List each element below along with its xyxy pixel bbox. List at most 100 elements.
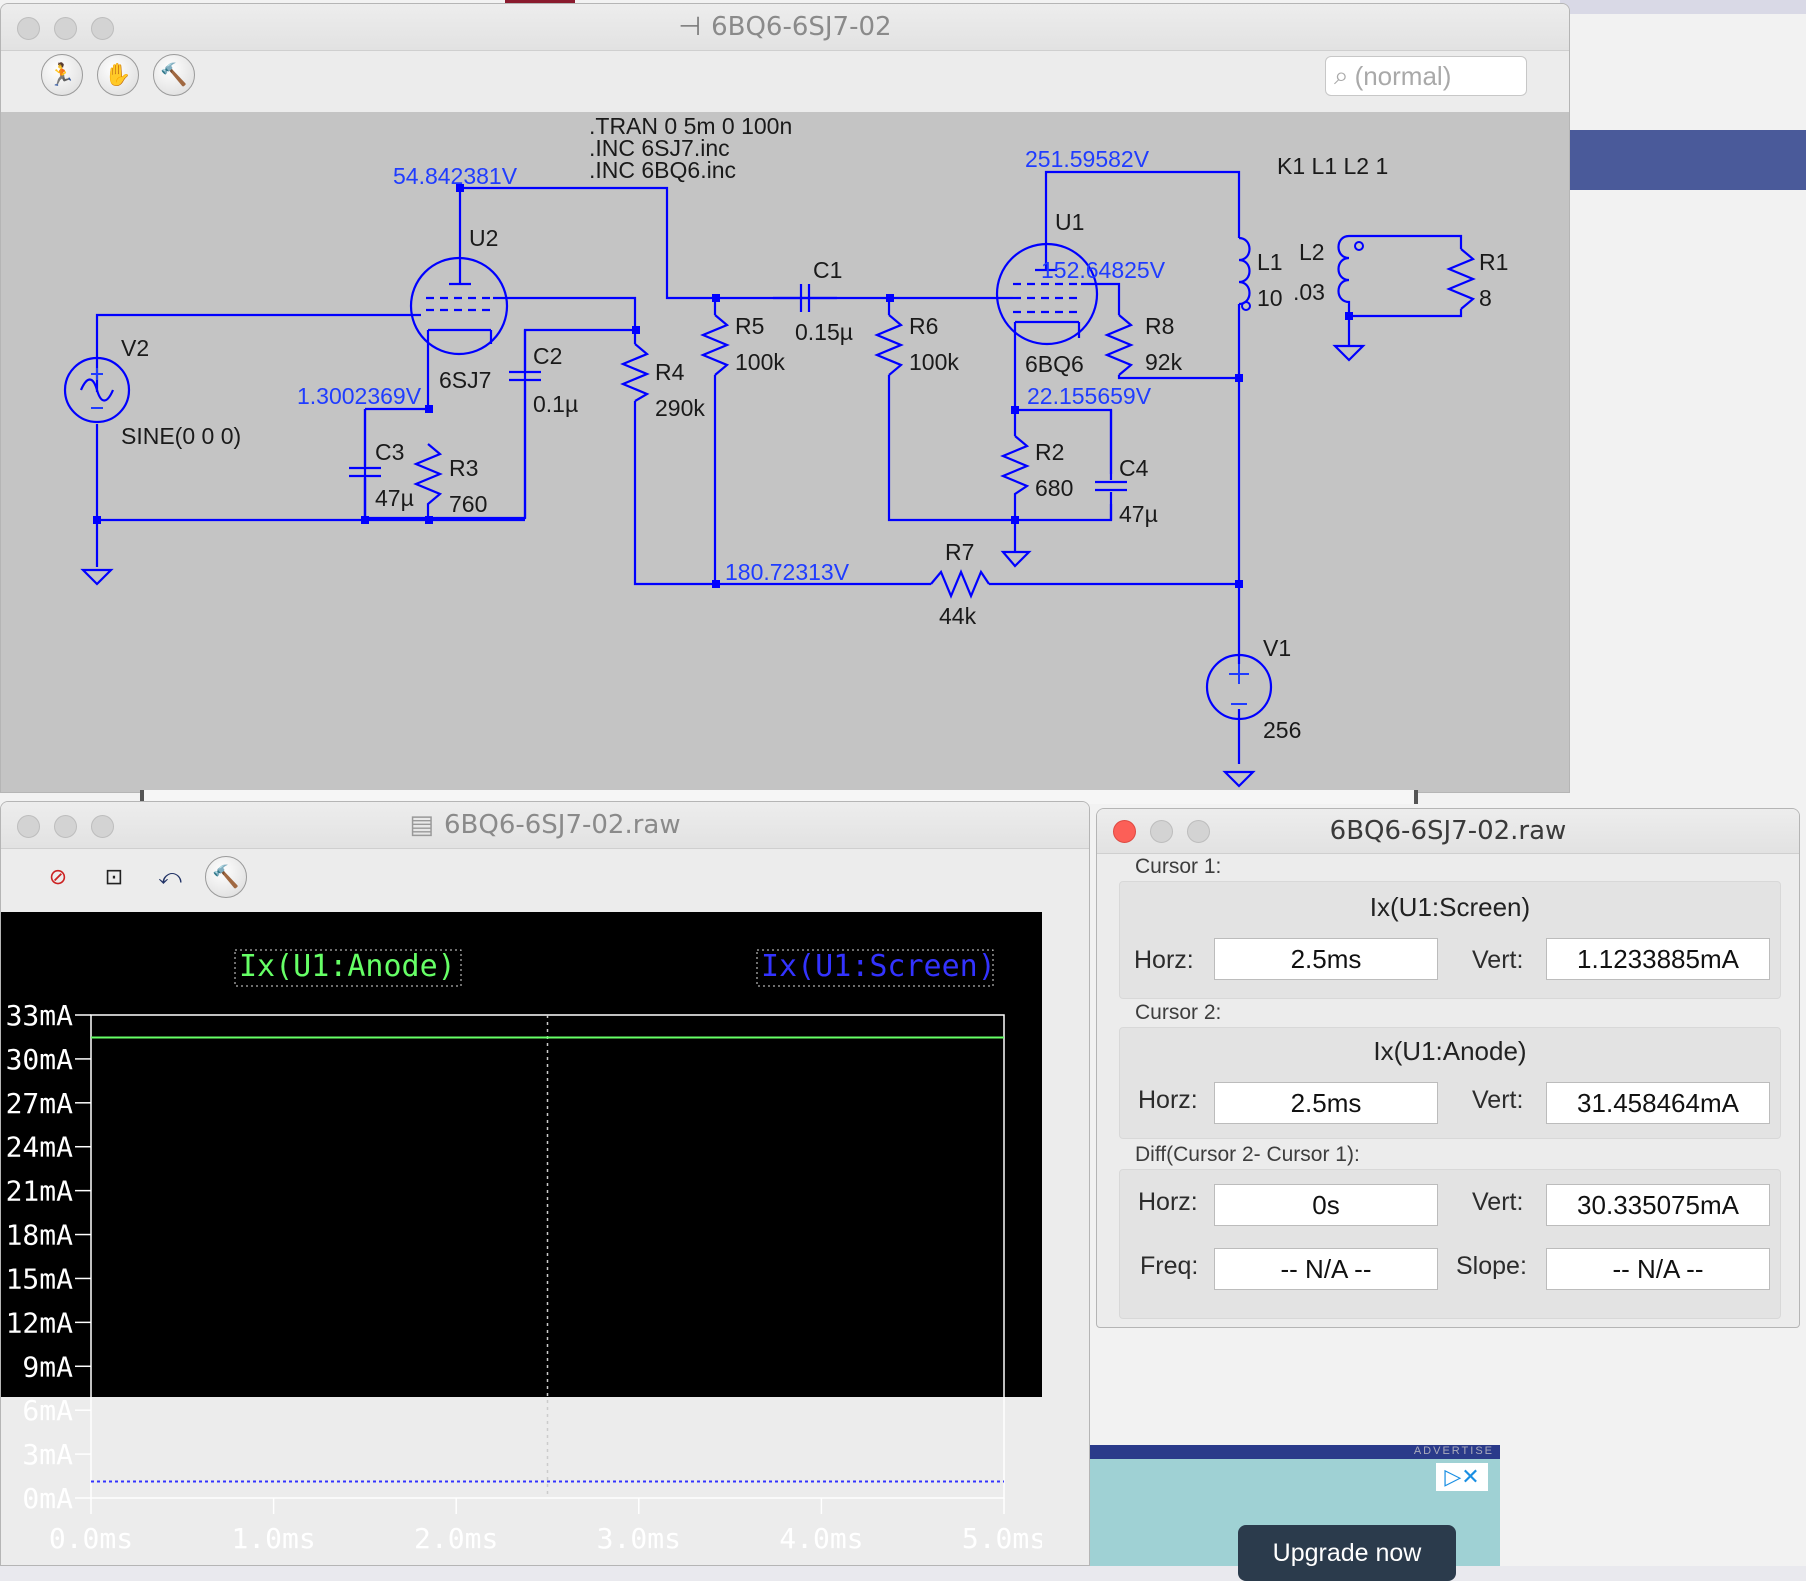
ad-panel: ADVERTISE ▷✕ Upgrade now: [1090, 1445, 1500, 1581]
vert-label: Vert:: [1472, 1086, 1524, 1114]
cursor2-horz-field[interactable]: 2.5ms: [1214, 1082, 1438, 1124]
minimize-button[interactable]: [54, 17, 77, 40]
cursor1-group: Ix(U1:Screen) Horz: 2.5ms Vert: 1.123388…: [1119, 881, 1781, 999]
schematic-window: ⊣ 6BQ6-6SJ7-02 🏃 ✋ 🔨 ⌕ (normal): [0, 3, 1570, 793]
component-value: 6SJ7: [439, 367, 491, 393]
node-voltage-label: 1.3002369V: [297, 383, 422, 409]
r3-resistor: [413, 443, 443, 520]
zoom-cancel-icon[interactable]: ⊘: [48, 864, 68, 889]
y-tick-label: 3mA: [22, 1438, 73, 1471]
diff-slope-field[interactable]: -- N/A --: [1546, 1248, 1770, 1290]
component-value: 0.1µ: [533, 391, 578, 417]
cursor2-trace: Ix(U1:Anode): [1373, 1036, 1527, 1066]
c3-capacitor: [349, 409, 381, 520]
component-value: 10: [1257, 285, 1283, 311]
node-voltage-label: 54.842381V: [393, 163, 518, 189]
component-ref: R2: [1035, 439, 1064, 465]
schematic-canvas[interactable]: .TRAN 0 5m 0 100n .INC 6SJ7.inc .INC 6BQ…: [1, 112, 1569, 793]
zoom-button[interactable]: [91, 815, 114, 838]
upgrade-now-button[interactable]: Upgrade now: [1238, 1525, 1456, 1581]
component-ref: R4: [655, 359, 685, 385]
component-ref: R5: [735, 313, 764, 339]
ground-symbol: [1222, 770, 1256, 788]
close-button[interactable]: [17, 815, 40, 838]
component-value: 0.15µ: [795, 319, 853, 345]
cursor1-label: Cursor 1:: [1135, 855, 1222, 878]
close-button[interactable]: [1113, 820, 1136, 843]
component-value: 100k: [735, 349, 785, 375]
y-tick-label: 24mA: [6, 1131, 74, 1164]
component-ref: V1: [1263, 635, 1291, 661]
ground-symbol: [1332, 344, 1366, 362]
background-header-bar: [1560, 130, 1806, 190]
freq-label: Freq:: [1140, 1252, 1199, 1280]
component-ref: C4: [1119, 455, 1149, 481]
ad-choices-icon[interactable]: ▷✕: [1436, 1463, 1488, 1491]
trace-legend-label[interactable]: Ix(U1:Screen): [761, 949, 996, 984]
y-tick-label: 12mA: [6, 1306, 74, 1339]
l2-inductor: [1337, 234, 1351, 316]
cursor1-trace: Ix(U1:Screen): [1369, 892, 1531, 922]
y-tick-label: 30mA: [6, 1043, 74, 1076]
legend-box: [234, 949, 462, 987]
component-ref: U2: [469, 225, 498, 251]
schematic-titlebar[interactable]: ⊣ 6BQ6-6SJ7-02: [1, 4, 1569, 51]
cursor-titlebar[interactable]: 6BQ6-6SJ7-02.raw: [1097, 809, 1799, 854]
zoom-button[interactable]: [1187, 820, 1210, 843]
cursor1-vert-field[interactable]: 1.1233885mA: [1546, 938, 1770, 980]
cursor2-vert-field[interactable]: 31.458464mA: [1546, 1082, 1770, 1124]
x-tick-label: 2.0ms: [414, 1522, 498, 1555]
hammer-icon[interactable]: 🔨: [153, 54, 195, 96]
waveform-titlebar[interactable]: ▤ 6BQ6-6SJ7-02.raw: [1, 802, 1089, 849]
y-tick-label: 27mA: [6, 1087, 74, 1120]
waveform-file-icon: ▤: [409, 810, 434, 840]
background-page-fragment: [140, 790, 1418, 804]
diff-horz-field[interactable]: 0s: [1214, 1184, 1438, 1226]
diff-label: Diff(Cursor 2- Cursor 1):: [1135, 1143, 1360, 1166]
zoom-back-icon[interactable]: ⤺: [158, 864, 182, 889]
minimize-button[interactable]: [1150, 820, 1173, 843]
r1-resistor: [1446, 248, 1476, 310]
run-icon[interactable]: 🏃: [41, 54, 83, 96]
minimize-button[interactable]: [54, 815, 77, 838]
diff-freq-field[interactable]: -- N/A --: [1214, 1248, 1438, 1290]
cursor2-group: Ix(U1:Anode) Horz: 2.5ms Vert: 31.458464…: [1119, 1027, 1781, 1139]
search-input[interactable]: ⌕ (normal): [1325, 56, 1527, 96]
spice-directive: .TRAN 0 5m 0 100n: [589, 113, 792, 139]
cursor1-horz-field[interactable]: 2.5ms: [1214, 938, 1438, 980]
slope-label: Slope:: [1456, 1252, 1527, 1280]
component-value: .03: [1293, 279, 1325, 305]
x-tick-label: 1.0ms: [231, 1522, 315, 1555]
ad-label: ADVERTISE: [1413, 1445, 1494, 1457]
component-value: 47µ: [1119, 501, 1158, 527]
x-tick-label: 3.0ms: [597, 1522, 681, 1555]
x-tick-label: 5.0ms: [962, 1522, 1042, 1555]
waveform-plot[interactable]: 33mA30mA27mA24mA21mA18mA15mA12mA9mA6mA3m…: [1, 912, 1042, 1566]
zoom-button[interactable]: [91, 17, 114, 40]
diff-vert-field[interactable]: 30.335075mA: [1546, 1184, 1770, 1226]
halt-hand-icon[interactable]: ✋: [97, 54, 139, 96]
y-tick-label: 18mA: [6, 1219, 74, 1252]
r5-resistor: [700, 314, 730, 376]
x-tick-label: 4.0ms: [779, 1522, 863, 1555]
component-ref: V2: [121, 335, 149, 361]
y-tick-label: 21mA: [6, 1175, 74, 1208]
ground-symbol: [1000, 550, 1032, 568]
cursor-window-title: 6BQ6-6SJ7-02.raw: [1329, 816, 1567, 846]
y-tick-label: 9mA: [22, 1350, 73, 1383]
autorange-icon[interactable]: ⊡: [104, 864, 124, 889]
hammer-icon[interactable]: 🔨: [205, 856, 247, 898]
y-tick-label: 6mA: [22, 1394, 73, 1427]
diff-group: Horz: 0s Vert: 30.335075mA Freq: -- N/A …: [1119, 1169, 1781, 1319]
horz-label: Horz:: [1134, 946, 1194, 974]
window-controls: [1113, 820, 1210, 843]
y-tick-label: 0mA: [22, 1482, 73, 1515]
c1-capacitor: [773, 284, 837, 312]
r2-resistor: [1000, 435, 1030, 504]
search-icon: ⌕: [1334, 60, 1349, 90]
trace-legend-label[interactable]: Ix(U1:Anode): [239, 949, 456, 984]
close-button[interactable]: [17, 17, 40, 40]
c2-capacitor: [509, 330, 541, 518]
